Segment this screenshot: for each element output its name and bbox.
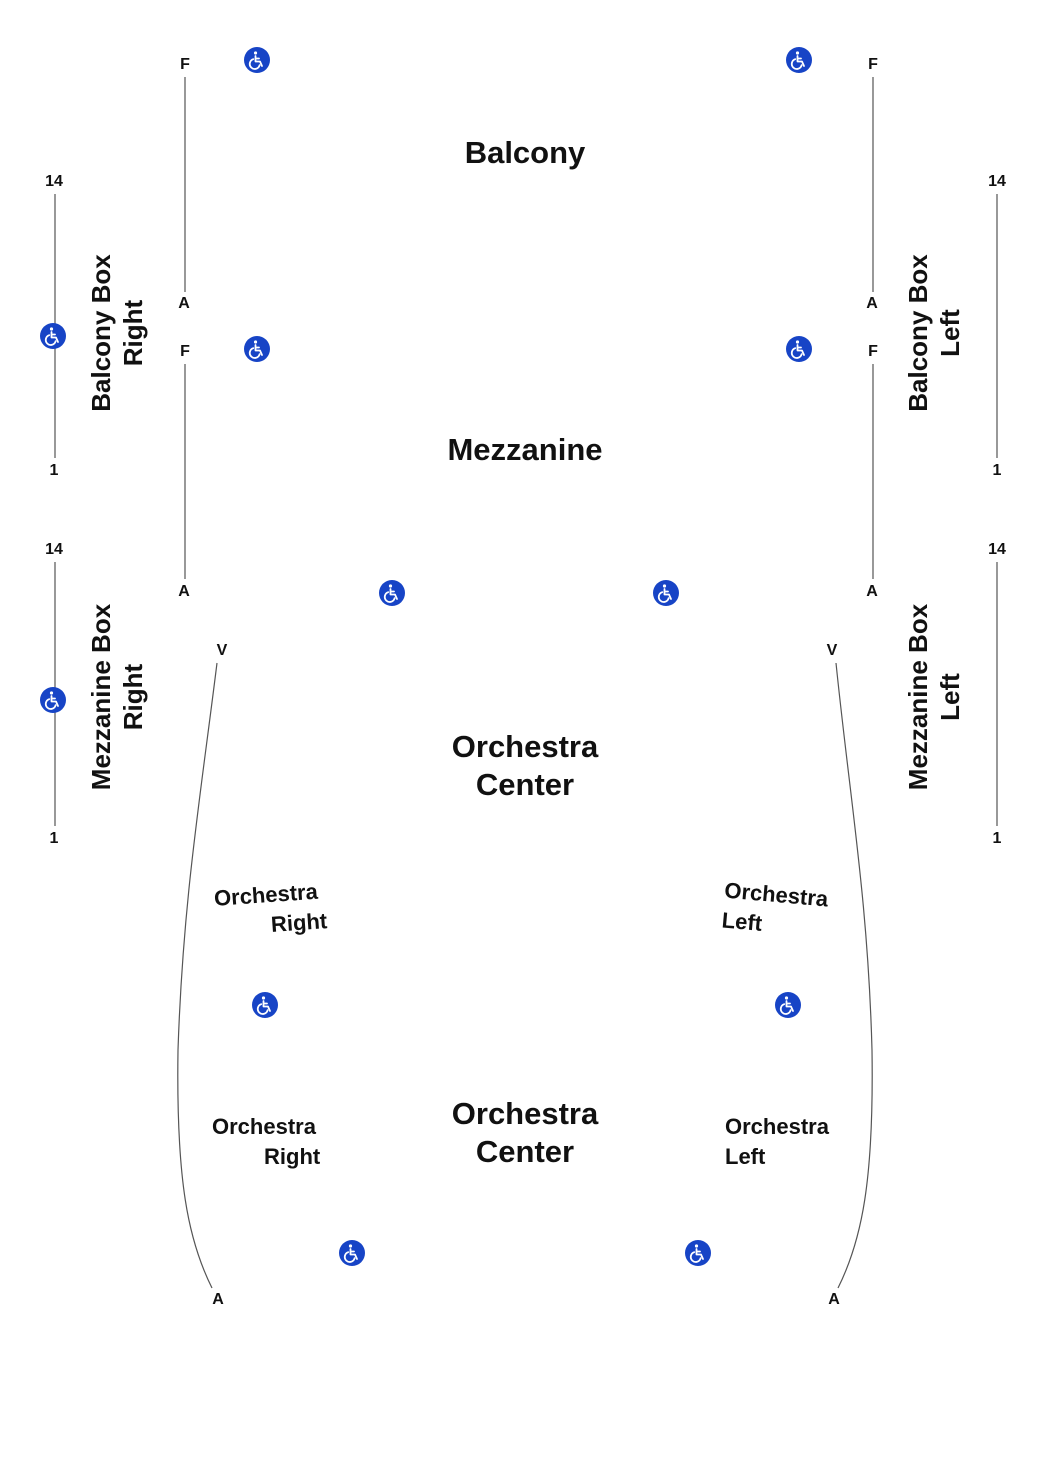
wheelchair-icon[interactable] <box>685 1240 711 1266</box>
orchestra-right-bottom-row: A <box>212 1291 224 1308</box>
section-mezzanine-box-left[interactable]: Mezzanine Box Left <box>902 604 966 790</box>
section-line-2: Left <box>725 1144 766 1169</box>
balcony-box-left-bottom-row: 1 <box>992 462 1002 479</box>
section-orchestra-right-upper[interactable]: Orchestra Right <box>213 876 328 944</box>
section-balcony-box-right[interactable]: Balcony Box Right <box>85 254 149 412</box>
orchestra-left-top-row: V <box>826 642 838 659</box>
section-line-2: Left <box>935 309 965 357</box>
orchestra-left-bottom-row: A <box>828 1291 840 1308</box>
wheelchair-icon[interactable] <box>786 336 812 362</box>
wheelchair-icon[interactable] <box>775 992 801 1018</box>
section-mezzanine-box-right[interactable]: Mezzanine Box Right <box>85 604 149 790</box>
balcony-box-left-top-row: 14 <box>988 173 1006 190</box>
wheelchair-icon[interactable] <box>786 47 812 73</box>
wheelchair-icon[interactable] <box>379 580 405 606</box>
balcony-left-bottom-row: A <box>866 295 878 312</box>
mezzanine-right-top-row: F <box>180 343 190 360</box>
section-line-1: Balcony Box <box>903 254 933 412</box>
section-line-2: Right <box>118 663 148 731</box>
mezzanine-box-left-bottom-row: 1 <box>992 830 1002 847</box>
mezzanine-box-right-bottom-row: 1 <box>49 830 59 847</box>
section-balcony-box-left[interactable]: Balcony Box Left <box>902 254 966 412</box>
balcony-box-right-top-row: 14 <box>45 173 63 190</box>
section-line-2: Right <box>264 1144 321 1169</box>
section-mezzanine[interactable]: Mezzanine <box>447 432 603 467</box>
section-orchestra-left-lower[interactable]: Orchestra Left <box>725 1112 829 1172</box>
mezzanine-box-left-top-row: 14 <box>988 541 1006 558</box>
mezzanine-left-bottom-row: A <box>866 583 878 600</box>
wheelchair-icon[interactable] <box>653 580 679 606</box>
section-line-2: Right <box>118 299 148 367</box>
orchestra-left-curve <box>835 662 873 1289</box>
section-line-1: Orchestra <box>212 1114 316 1139</box>
section-orchestra-center-lower[interactable]: Orchestra Center <box>452 1095 598 1171</box>
section-line-2: Center <box>475 767 575 802</box>
section-line-1: Orchestra <box>451 729 599 764</box>
wheelchair-icon[interactable] <box>40 323 66 349</box>
wheelchair-icon[interactable] <box>252 992 278 1018</box>
orchestra-right-curve <box>177 662 218 1289</box>
mezzanine-left-top-row: F <box>868 343 878 360</box>
balcony-left-top-row: F <box>868 56 878 73</box>
balcony-right-top-row: F <box>180 56 190 73</box>
balcony-box-right-bottom-row: 1 <box>49 462 59 479</box>
wheelchair-icon[interactable] <box>244 47 270 73</box>
orchestra-right-top-row: V <box>216 642 228 659</box>
section-balcony[interactable]: Balcony <box>464 135 586 170</box>
section-line-1: Mezzanine Box <box>903 603 933 791</box>
section-orchestra-left-upper[interactable]: Orchestra Left <box>721 876 830 945</box>
balcony-right-bottom-row: A <box>178 295 190 312</box>
mezzanine-box-right-top-row: 14 <box>45 541 63 558</box>
mezzanine-right-bottom-row: A <box>178 583 190 600</box>
wheelchair-icon[interactable] <box>40 687 66 713</box>
section-line-1: Mezzanine Box <box>86 603 116 791</box>
section-orchestra-right-lower[interactable]: Orchestra Right <box>212 1112 320 1172</box>
wheelchair-icon[interactable] <box>339 1240 365 1266</box>
section-line-1: Orchestra <box>725 1114 829 1139</box>
section-line-2: Left <box>935 673 965 721</box>
section-line-1: Balcony Box <box>86 254 116 412</box>
section-orchestra-center-upper[interactable]: Orchestra Center <box>452 728 598 804</box>
wheelchair-icon[interactable] <box>244 336 270 362</box>
section-line-1: Orchestra <box>451 1096 599 1131</box>
section-line-2: Center <box>475 1134 575 1169</box>
